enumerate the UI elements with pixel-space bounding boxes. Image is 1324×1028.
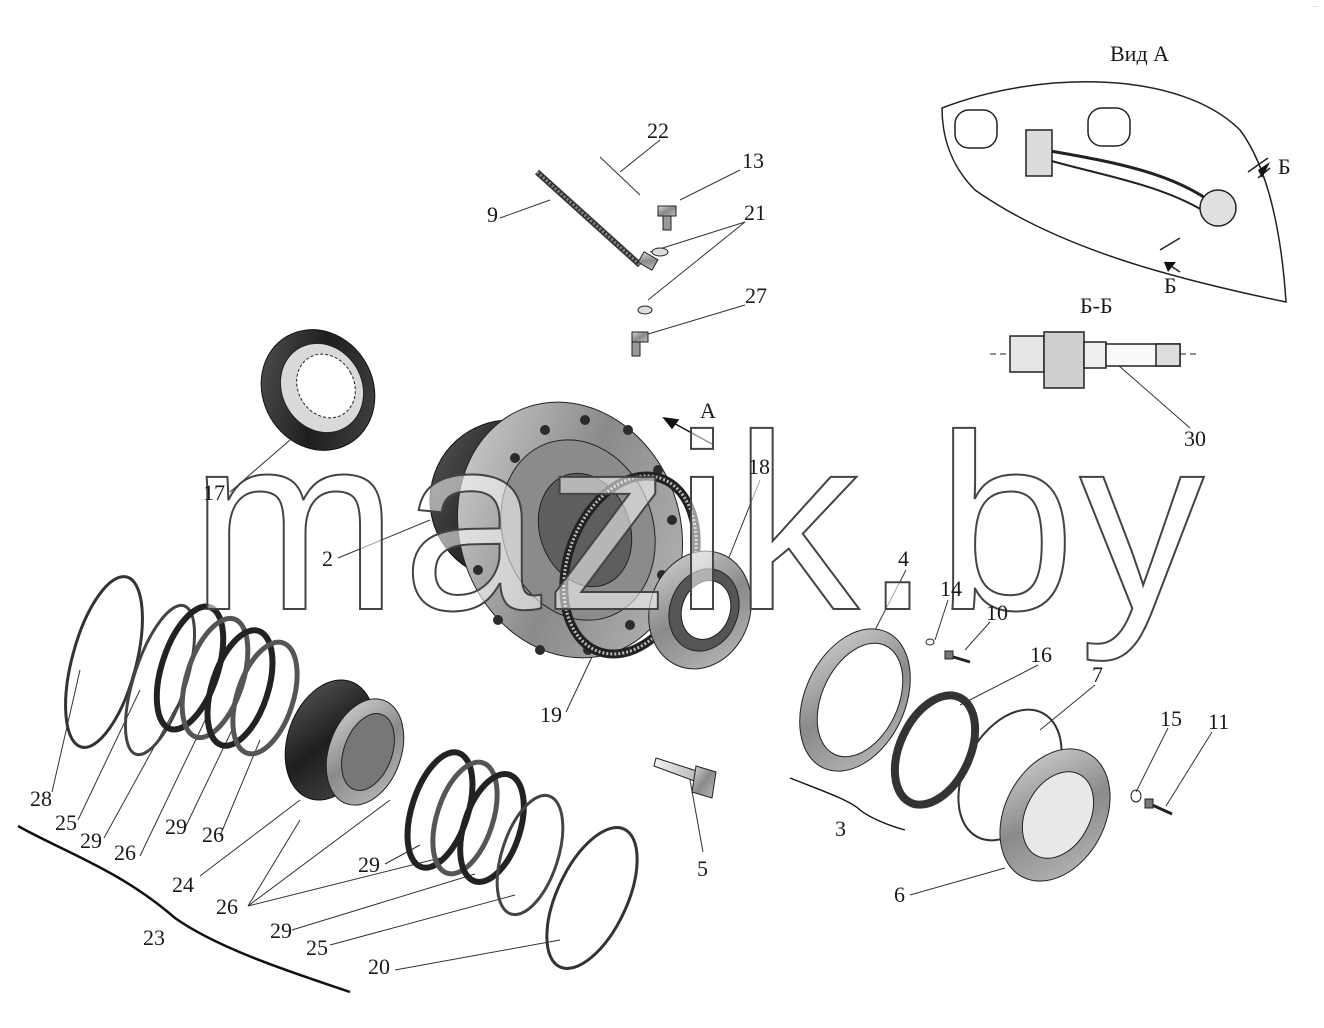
cut-arrow-top	[1258, 162, 1270, 178]
callout-25-b: 25	[306, 935, 328, 960]
part-6-cover	[999, 748, 1111, 882]
callout-23: 23	[143, 925, 165, 950]
callout-27: 27	[745, 283, 767, 308]
callout-20: 20	[368, 954, 390, 979]
leader-lines	[51, 139, 1213, 971]
part-16-ring	[890, 691, 980, 809]
group-brace-23	[17, 824, 351, 994]
view-arrow-label: А	[700, 398, 716, 423]
section-b-b-drawing	[990, 331, 1200, 389]
view-arrow-a	[662, 416, 713, 445]
callout-18: 18	[748, 454, 770, 479]
view-a-drawing	[941, 81, 1287, 303]
part-25-ring-b	[495, 793, 565, 917]
callout-29-d: 29	[270, 918, 292, 943]
callout-25-a: 25	[55, 810, 77, 835]
part-14-ring	[925, 638, 935, 646]
callout-16: 16	[1030, 642, 1052, 667]
callout-13: 13	[742, 148, 764, 173]
group-brace-3	[789, 777, 906, 831]
cut-arrow-bottom	[1164, 262, 1176, 272]
callout-6: 6	[894, 882, 905, 907]
callout-14: 14	[940, 576, 962, 601]
watermark: mazik.by	[189, 383, 1209, 662]
callout-19: 19	[540, 702, 562, 727]
callout-10: 10	[986, 600, 1008, 625]
part-24-bushing	[284, 679, 405, 806]
callout-29-c: 29	[358, 852, 380, 877]
callout-17: 17	[203, 480, 225, 505]
part-13-bolt	[657, 205, 677, 231]
part-5-bolt	[653, 757, 717, 799]
part-9-hose	[534, 169, 659, 271]
callout-3: 3	[835, 816, 846, 841]
part-27-bolt	[631, 331, 649, 357]
part-10-bolt	[944, 650, 971, 664]
callout-29-a: 29	[80, 828, 102, 853]
callout-30: 30	[1184, 426, 1206, 451]
callout-28: 28	[30, 786, 52, 811]
callout-29-b: 29	[165, 814, 187, 839]
part-26-ring-b	[230, 639, 300, 757]
callout-26-a: 26	[114, 840, 136, 865]
callout-4: 4	[898, 546, 909, 571]
part-11-bolt	[1144, 798, 1173, 816]
callout-5: 5	[697, 856, 708, 881]
part-4-seal	[799, 628, 911, 772]
part-21-washer-b	[637, 305, 653, 315]
cut-mark-bottom: Б	[1164, 273, 1177, 298]
callout-9: 9	[487, 202, 498, 227]
section-title: Б-Б	[1080, 293, 1113, 318]
callout-15: 15	[1160, 706, 1182, 731]
part-29-ring-d	[457, 771, 527, 885]
callout-11: 11	[1208, 709, 1230, 734]
view-a-title: Вид А	[1110, 41, 1170, 66]
part-17-bearing	[260, 329, 376, 451]
callout-26-c: 26	[216, 894, 238, 919]
part-15-ring	[1130, 789, 1142, 803]
callout-7: 7	[1092, 662, 1103, 687]
corner-note: ...	[1312, 2, 1318, 9]
callout-26-b: 26	[202, 822, 224, 847]
part-29-ring-b	[204, 627, 276, 749]
callout-24: 24	[172, 872, 194, 897]
part-18-bearing	[648, 550, 752, 670]
callout-22: 22	[647, 118, 669, 143]
callout-21: 21	[744, 200, 766, 225]
cut-mark-top: Б	[1278, 154, 1291, 179]
part-21-washer-a	[651, 247, 669, 257]
part-20-ring	[545, 826, 639, 970]
callout-2: 2	[322, 546, 333, 571]
part-26-ring-c	[430, 759, 500, 877]
part-28-ring	[64, 575, 144, 749]
